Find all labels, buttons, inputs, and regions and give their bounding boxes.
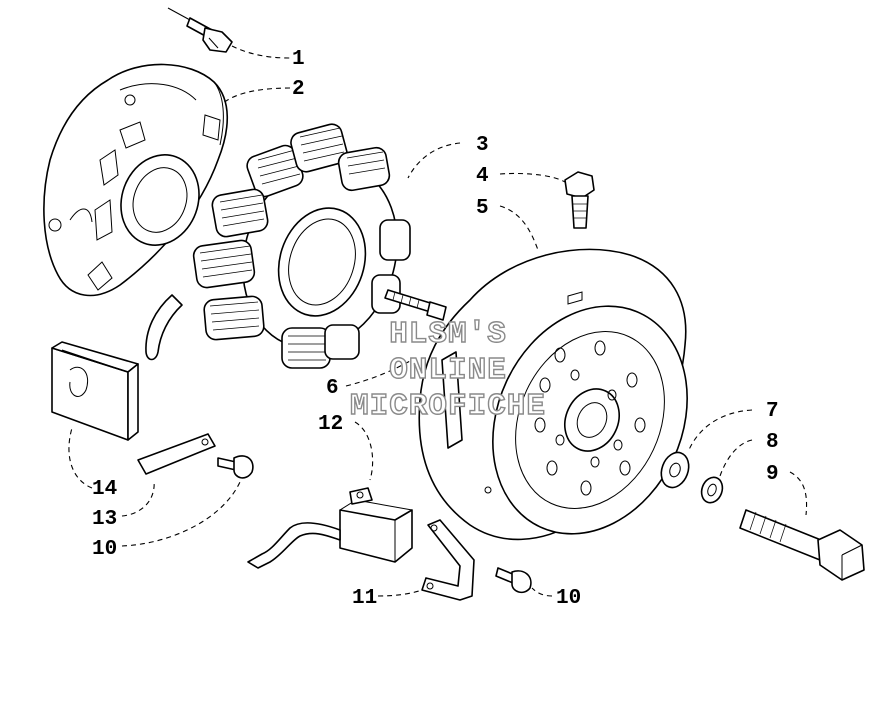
callout-c14: 14 bbox=[92, 478, 117, 501]
callout-c7: 7 bbox=[766, 400, 779, 423]
callout-c3: 3 bbox=[476, 134, 489, 157]
part-13-bracket bbox=[137, 433, 216, 475]
callout-c5: 5 bbox=[476, 197, 489, 220]
part-4-bolt bbox=[564, 171, 595, 229]
part-12-regulator bbox=[247, 487, 413, 569]
part-11-bracket bbox=[421, 519, 475, 601]
callout-c10a: 10 bbox=[92, 538, 117, 561]
part-9-flywheel-bolt bbox=[739, 509, 865, 581]
watermark-line-2: ONLINE bbox=[389, 353, 507, 388]
callout-c1: 1 bbox=[292, 48, 305, 71]
callout-c4: 4 bbox=[476, 165, 489, 188]
part-1-bolt bbox=[167, 7, 233, 53]
part-10-screw-bottom bbox=[495, 567, 532, 594]
part-7-washer bbox=[660, 451, 690, 489]
part-3-stator-coils bbox=[192, 123, 447, 369]
watermark: HLSM'S ONLINE MICROFICHE bbox=[349, 316, 546, 424]
callout-c9: 9 bbox=[766, 463, 779, 486]
watermark-line-1: HLSM'S bbox=[389, 317, 507, 352]
part-5-flywheel bbox=[418, 248, 688, 541]
part-14-pickup-block bbox=[51, 341, 139, 441]
callout-c6: 6 bbox=[326, 377, 339, 400]
callout-c2: 2 bbox=[292, 78, 305, 101]
callout-c10b: 10 bbox=[556, 587, 581, 610]
watermark-line-3: MICROFICHE bbox=[350, 389, 546, 424]
callout-c12: 12 bbox=[318, 413, 343, 436]
part-10-screw-left bbox=[217, 455, 254, 479]
leader-lines bbox=[68, 45, 808, 597]
callout-c13: 13 bbox=[92, 508, 117, 531]
part-2-stator-plate bbox=[43, 63, 229, 361]
callout-c11: 11 bbox=[352, 587, 377, 610]
part-8-lock-washer bbox=[700, 476, 724, 504]
callout-c8: 8 bbox=[766, 431, 779, 454]
